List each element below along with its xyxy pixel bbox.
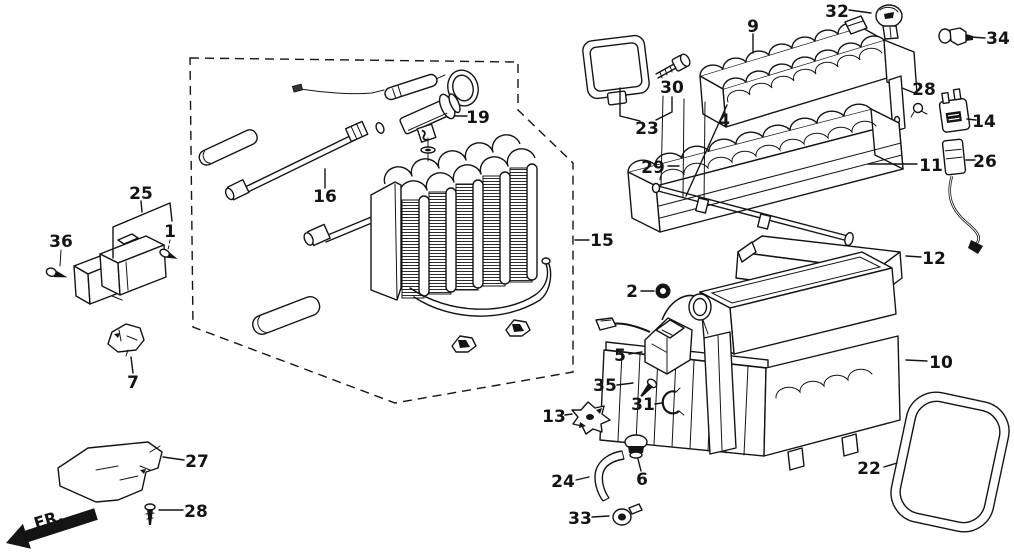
part-label-32: 32 (825, 2, 849, 22)
callout-25 (112, 200, 173, 259)
clip-32 (875, 4, 903, 40)
part-label-12: 12 (922, 249, 946, 269)
part-label-6: 6 (636, 470, 648, 490)
part-label-36: 36 (49, 232, 73, 252)
foam-tube-upper (198, 129, 258, 166)
part-label-29: 29 (641, 158, 665, 178)
pipe-16-lower (303, 214, 380, 247)
bolt-30 (655, 53, 691, 79)
middle-case-11 (627, 103, 904, 233)
bracket-7 (107, 323, 145, 357)
screw-36 (45, 249, 68, 278)
thermostat-5 (595, 293, 712, 375)
screw-1 (159, 239, 178, 259)
upper-case-9 (699, 15, 918, 133)
evaporator-core (370, 134, 552, 317)
part-label-9: 9 (747, 17, 759, 37)
leader-lines (130, 9, 986, 518)
part-label-11: 11 (919, 156, 943, 176)
part-labels: 1 2 4 5 6 7 9 10 11 12 13 14 15 16 19 22… (49, 2, 1010, 529)
mount-clip-right (505, 319, 531, 337)
kit-boundary-15 (189, 57, 590, 404)
drain-valve-33 (612, 503, 643, 526)
part-label-25: 25 (129, 184, 153, 204)
part-label-19: 19 (466, 108, 490, 128)
drain-hose-24 (594, 450, 625, 502)
bracket-plate-27 (57, 441, 163, 503)
part-label-26: 26 (973, 152, 997, 172)
connector-26 (941, 138, 983, 254)
part-label-13: 13 (542, 407, 566, 427)
pipe-assembly-4 (651, 95, 854, 247)
fr-direction-arrow: FR. (6, 506, 98, 549)
grommet-6 (624, 434, 648, 459)
switch-14 (938, 88, 971, 133)
part-label-22: 22 (857, 459, 881, 479)
part-label-16: 16 (313, 187, 337, 207)
grommet-2 (655, 283, 671, 299)
part-label-1: 1 (164, 222, 176, 242)
sensor-34 (938, 27, 973, 46)
part-label-5: 5 (614, 346, 626, 366)
part-label-28-bottom: 28 (184, 502, 208, 522)
expansion-valve-19 (291, 69, 479, 162)
lower-case-10 (599, 251, 901, 471)
pipe-16-upper (224, 134, 356, 201)
part-label-34: 34 (986, 29, 1010, 49)
seal-ring-22 (890, 391, 1010, 533)
part-label-4: 4 (718, 111, 730, 131)
part-label-30: 30 (660, 78, 684, 98)
part-label-33: 33 (568, 509, 592, 529)
bracket-13 (571, 401, 611, 435)
callout-23 (619, 87, 673, 122)
part-label-7: 7 (127, 373, 139, 393)
part-label-24: 24 (551, 472, 575, 492)
part-label-23: 23 (635, 119, 659, 139)
relay-assembly-25 (73, 233, 167, 305)
part-label-15: 15 (590, 231, 614, 251)
part-label-14: 14 (972, 112, 996, 132)
screw-28-bottom (144, 503, 156, 525)
part-label-27: 27 (185, 452, 209, 472)
screw-35 (640, 378, 658, 398)
mount-clip-left (451, 335, 477, 353)
part-label-35: 35 (593, 376, 617, 396)
clip-31 (661, 387, 685, 416)
part-label-28-top: 28 (912, 80, 936, 100)
clip-28-top (910, 102, 928, 118)
foam-tube-lower (252, 295, 321, 335)
part-label-10: 10 (929, 353, 953, 373)
part-label-31: 31 (631, 395, 655, 415)
part-label-2: 2 (626, 282, 638, 302)
seal-frame-23 (582, 34, 650, 106)
